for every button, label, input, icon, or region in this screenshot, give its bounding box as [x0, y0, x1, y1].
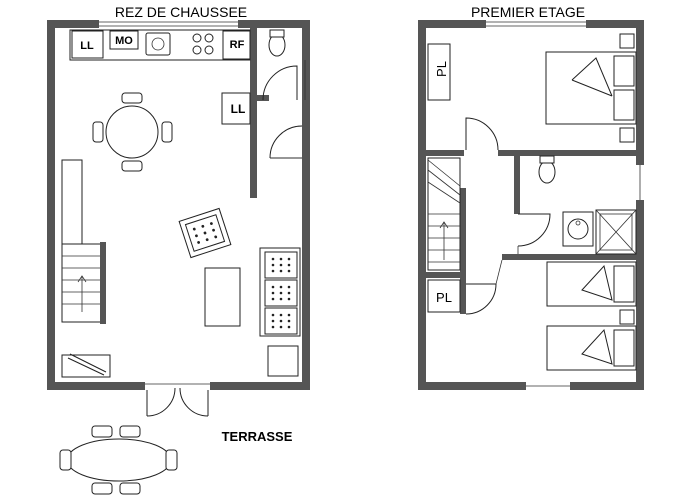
dining-chair	[121, 160, 143, 172]
terrace-table	[66, 438, 172, 482]
microwave-box	[109, 30, 139, 50]
pillow	[613, 329, 635, 367]
stair-winder	[427, 159, 461, 204]
tv-screen	[67, 353, 107, 376]
dishwasher-box	[221, 92, 251, 125]
stair-arrow-head	[77, 275, 87, 283]
washbasin	[567, 218, 589, 240]
staircase-wall	[100, 242, 106, 324]
pillow	[613, 55, 635, 87]
side-table	[267, 345, 299, 377]
ground-toilet-tank	[269, 29, 285, 38]
bedroom1-door	[465, 117, 499, 151]
stove-burner	[192, 33, 202, 43]
landing-right-wall	[514, 156, 520, 214]
ground-wall-left	[47, 20, 55, 390]
first-wall-left	[418, 20, 426, 390]
coffee-table	[204, 267, 241, 327]
fridge-label: RF	[230, 39, 245, 51]
ground-wall-bottom-right	[210, 382, 310, 390]
terrace-chair	[119, 482, 141, 495]
first-wall-top-right	[586, 20, 644, 28]
washing-machine-label: LL	[80, 40, 94, 52]
sideboard	[61, 159, 83, 245]
sofa-cushions	[264, 251, 298, 335]
closet-wall	[426, 272, 460, 278]
closet-top	[427, 43, 451, 101]
nightstand	[619, 309, 635, 325]
shower-inner	[599, 213, 633, 251]
landing-stair-wall	[460, 188, 466, 314]
bedroom2-door	[465, 283, 497, 315]
fridge-box	[222, 30, 251, 60]
terrace-chair	[165, 449, 178, 471]
bathroom-bottom-wall	[502, 254, 636, 260]
first-wall-right-upper	[636, 20, 644, 165]
sink	[145, 32, 171, 56]
first-floor-title: PREMIER ETAGE	[471, 4, 585, 20]
microwave-label: MO	[115, 35, 133, 47]
terrace-chair	[119, 425, 141, 438]
bed-sheet-fold	[581, 264, 613, 301]
dining-table	[105, 105, 159, 159]
entry-door	[262, 65, 298, 101]
bedroom1-bottom-wall-left	[426, 150, 464, 156]
first-toilet-tank	[539, 155, 555, 164]
pillow	[613, 265, 635, 303]
shower-cross	[595, 209, 637, 255]
terrace-door-left	[146, 387, 176, 417]
stove-burner	[204, 33, 214, 43]
first-floor-plan: PL PL	[418, 20, 644, 390]
bathroom-door	[517, 213, 551, 247]
ground-wall-bottom-left	[47, 382, 145, 390]
ground-floor-plan: LL MO RF LL	[47, 20, 310, 417]
terrace-chair	[91, 482, 113, 495]
terrace-dining-set	[59, 425, 178, 495]
dining-chair	[92, 121, 104, 143]
ground-wall-right	[302, 20, 310, 390]
bed-sheet-fold	[571, 57, 613, 97]
closet-bottom-box	[427, 279, 461, 313]
ground-wall-top-left	[47, 20, 99, 28]
first-wall-bottom-right	[570, 382, 644, 390]
nightstand	[619, 127, 635, 143]
stove-burner	[204, 45, 214, 55]
bedroom2-door-sill	[495, 259, 503, 285]
washbasin-drain	[575, 220, 581, 226]
terrace-label: TERRASSE	[222, 429, 293, 444]
dining-chair	[161, 121, 173, 143]
ground-staircase	[61, 243, 105, 323]
closet-bottom-label: PL	[436, 290, 452, 305]
closet-top-label: PL	[434, 61, 449, 77]
nightstand	[619, 33, 635, 49]
ground-floor-title: REZ DE CHAUSSEE	[115, 4, 247, 20]
entry-partition-wall	[250, 28, 257, 198]
bedroom1-bottom-wall-right	[498, 150, 636, 156]
terrace-door-right	[179, 387, 209, 417]
armchair	[178, 207, 232, 259]
pillow	[613, 89, 635, 121]
inner-door	[269, 125, 303, 159]
first-wall-bottom-left	[418, 382, 526, 390]
first-toilet	[538, 160, 556, 184]
stove-burner	[192, 45, 202, 55]
ground-wall-top-right	[238, 20, 310, 28]
washing-machine-box	[71, 30, 104, 59]
sink-basin	[151, 37, 165, 51]
stair-arrow-head	[439, 221, 449, 229]
first-wall-top-left	[418, 20, 486, 28]
bed-sheet-fold	[581, 328, 613, 365]
dishwasher-label: LL	[231, 102, 246, 116]
dining-chair	[121, 92, 143, 104]
terrace-chair	[91, 425, 113, 438]
terrace-chair	[59, 449, 72, 471]
first-wall-right-lower	[636, 200, 644, 390]
